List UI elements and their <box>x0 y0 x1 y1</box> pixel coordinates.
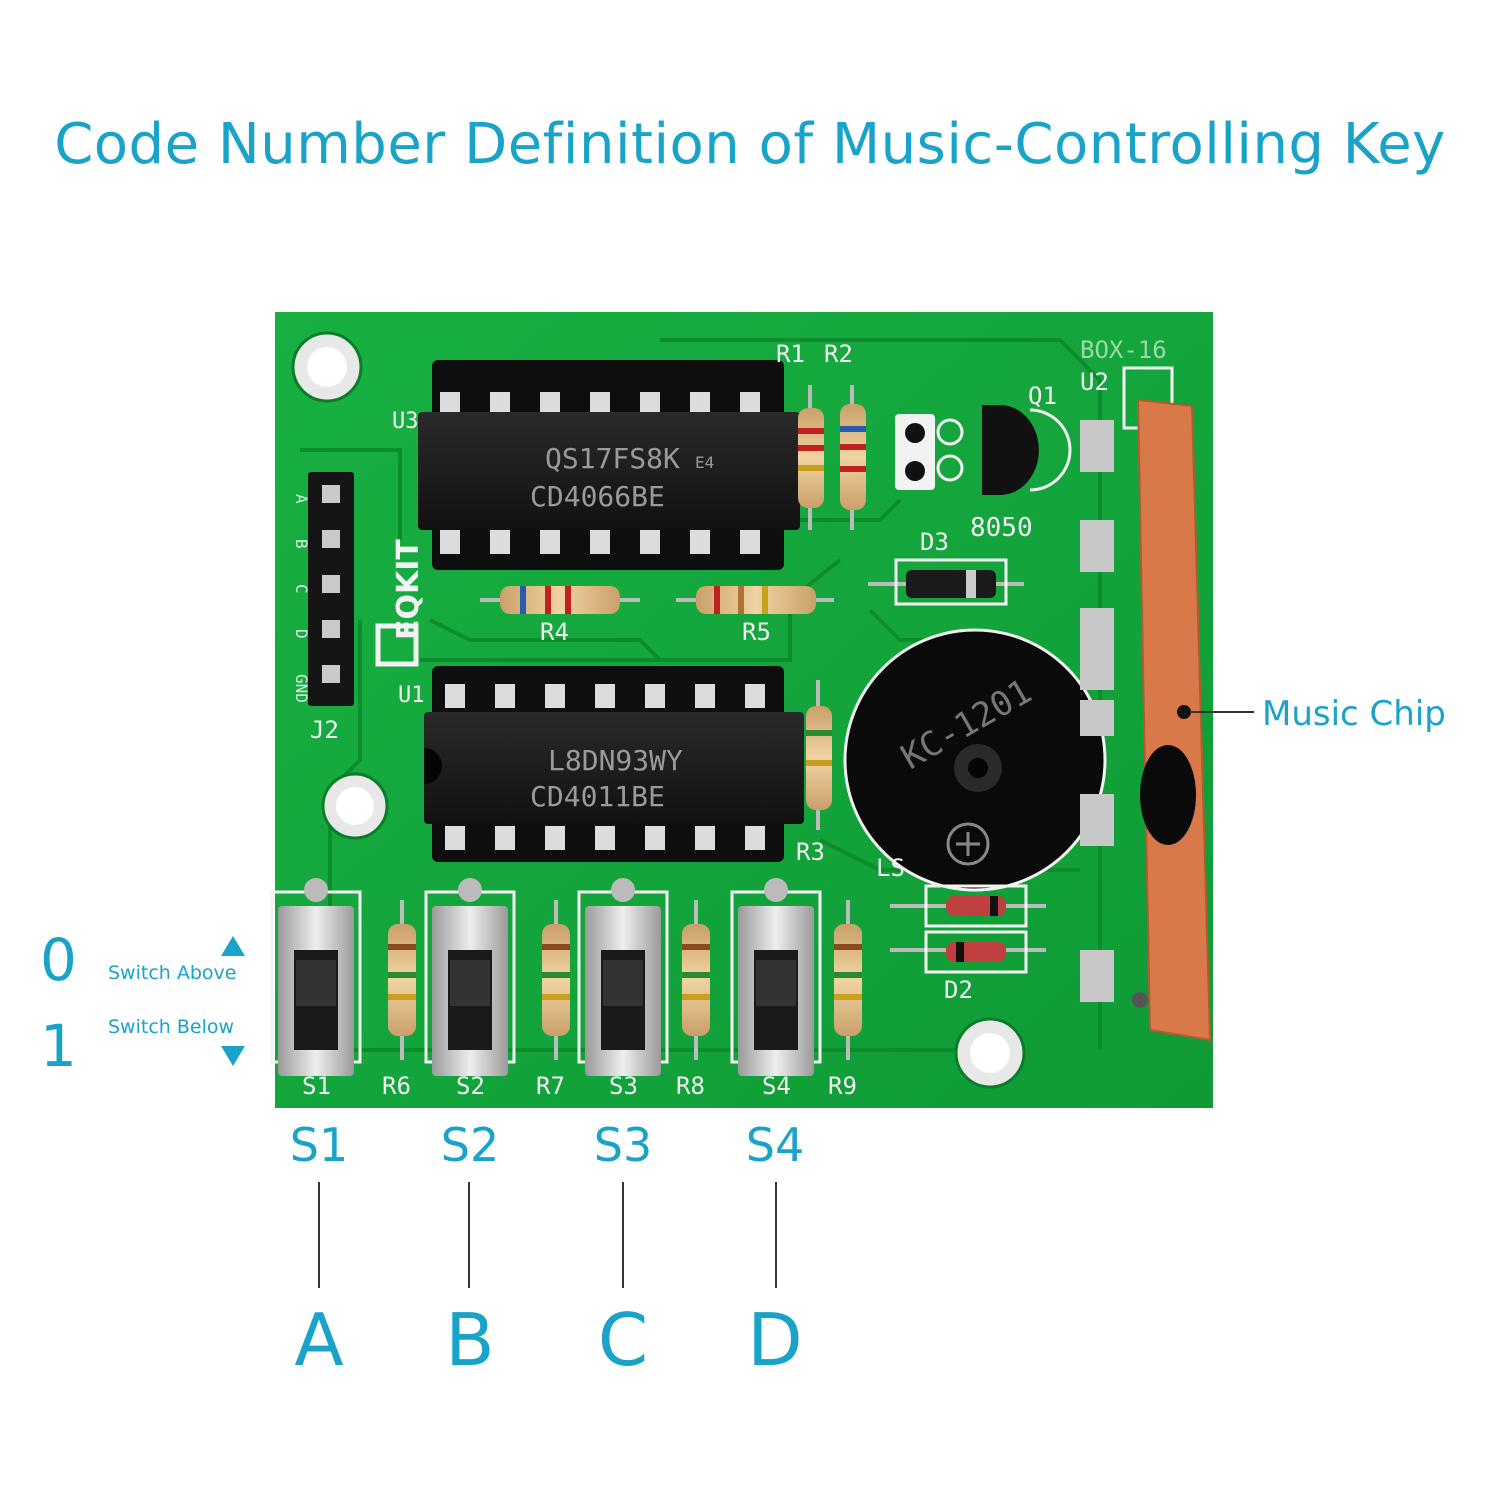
ls-label: LS <box>876 854 905 882</box>
resistor-r6-body <box>388 900 416 1060</box>
switch-label-s3: S3 <box>593 1118 653 1172</box>
resistor-r8-body <box>682 900 710 1060</box>
connector-line-s3 <box>622 1182 624 1288</box>
header-pin-label: C <box>292 584 311 594</box>
switch-silk-3: S3 <box>609 1072 638 1100</box>
resistor-r7-body <box>542 900 570 1060</box>
header-pin-labels: A B C D GND <box>292 494 311 703</box>
code-letter-a: A <box>294 1298 344 1382</box>
switch-silk-4: S4 <box>762 1072 791 1100</box>
switch-silk-labels: S1 R6 S2 R7 S3 R8 S4 R9 <box>302 1072 857 1100</box>
resistor-r2-body <box>840 385 866 530</box>
resistor-r4-body <box>480 586 640 614</box>
board-name-label: BOX-16 <box>1080 336 1167 364</box>
switch-label-s4: S4 <box>745 1118 805 1172</box>
switch-silk-1: S1 <box>302 1072 331 1100</box>
resistor-silk-r7: R7 <box>536 1072 565 1100</box>
diode-d3 <box>868 558 1024 606</box>
resistor-r3-body <box>806 680 832 830</box>
resistor-r9-body <box>834 900 862 1060</box>
code-letter-b: B <box>445 1298 495 1382</box>
switch-silk-2: S2 <box>456 1072 485 1100</box>
music-chip-label: Music Chip <box>1262 694 1446 734</box>
pin-header-j2 <box>308 472 354 706</box>
music-chip-ref-label: U2 <box>1080 368 1109 396</box>
connector-line-s2 <box>468 1182 470 1288</box>
ic-cd4066be <box>418 360 800 570</box>
ic1-marking-code: E4 <box>695 453 714 472</box>
diode-d1 <box>890 884 1046 928</box>
slide-switch-2 <box>424 878 516 1076</box>
arrow-up-icon <box>221 936 245 956</box>
header-ref-label: J2 <box>310 716 339 744</box>
ic-cd4011be <box>424 666 804 862</box>
r1-label: R1 <box>776 340 805 368</box>
r5-label: R5 <box>742 618 771 646</box>
page-title: Code Number Definition of Music-Controll… <box>54 112 1446 177</box>
music-chip-callout-dot <box>1177 705 1191 719</box>
ic2-marking-line2: CD4011BE <box>530 780 665 813</box>
r3-label: R3 <box>796 838 825 866</box>
resistor-r1-body <box>798 385 824 530</box>
header-pin-label: D <box>292 629 311 639</box>
ic2-ref-label: U1 <box>398 683 425 708</box>
r2-label: R2 <box>824 340 853 368</box>
state-1-value: 1 <box>40 1012 77 1080</box>
ic1-marking-line2: CD4066BE <box>530 480 665 513</box>
state-0-text: Switch Above <box>108 962 237 984</box>
arrow-down-icon <box>221 1046 245 1066</box>
brand-logo-text: EQKIT <box>391 539 426 640</box>
code-letter-d: D <box>747 1298 803 1382</box>
code-letter-c: C <box>597 1298 649 1382</box>
switch-label-s2: S2 <box>440 1118 500 1172</box>
resistor-silk-r8: R8 <box>676 1072 705 1100</box>
slide-switch-3 <box>577 878 669 1076</box>
transistor-q1 <box>895 405 1072 495</box>
slide-switch-4 <box>730 878 822 1076</box>
buzzer <box>843 628 1107 892</box>
state-0-value: 0 <box>40 926 77 994</box>
slide-switch-1 <box>270 878 362 1076</box>
header-pin-label: GND <box>292 674 311 703</box>
header-pin-label: A <box>292 494 311 504</box>
d2-label: D2 <box>944 976 973 1004</box>
ic1-ref-label: U3 <box>392 409 419 434</box>
d3-label: D3 <box>920 528 949 556</box>
music-chip-module <box>1080 366 1212 1042</box>
diode-d2 <box>890 930 1046 974</box>
header-pin-label: B <box>292 539 311 549</box>
slide-switches <box>270 878 862 1076</box>
resistor-silk-r9: R9 <box>828 1072 857 1100</box>
connector-line-s1 <box>318 1182 320 1288</box>
connector-line-s4 <box>775 1182 777 1288</box>
state-1-text: Switch Below <box>108 1016 235 1038</box>
mounting-holes <box>291 331 1026 1089</box>
q1-label: Q1 <box>1028 382 1057 410</box>
switch-label-s1: S1 <box>289 1118 349 1172</box>
r4-label: R4 <box>540 618 569 646</box>
ic2-marking-line1: L8DN93WY <box>548 744 683 777</box>
resistor-silk-r6: R6 <box>382 1072 411 1100</box>
q1-part-label: 8050 <box>970 513 1033 543</box>
resistor-r5-body <box>676 586 834 614</box>
ic1-marking-line1: QS17FS8K <box>545 442 680 475</box>
brand-logo-mark <box>375 623 419 667</box>
